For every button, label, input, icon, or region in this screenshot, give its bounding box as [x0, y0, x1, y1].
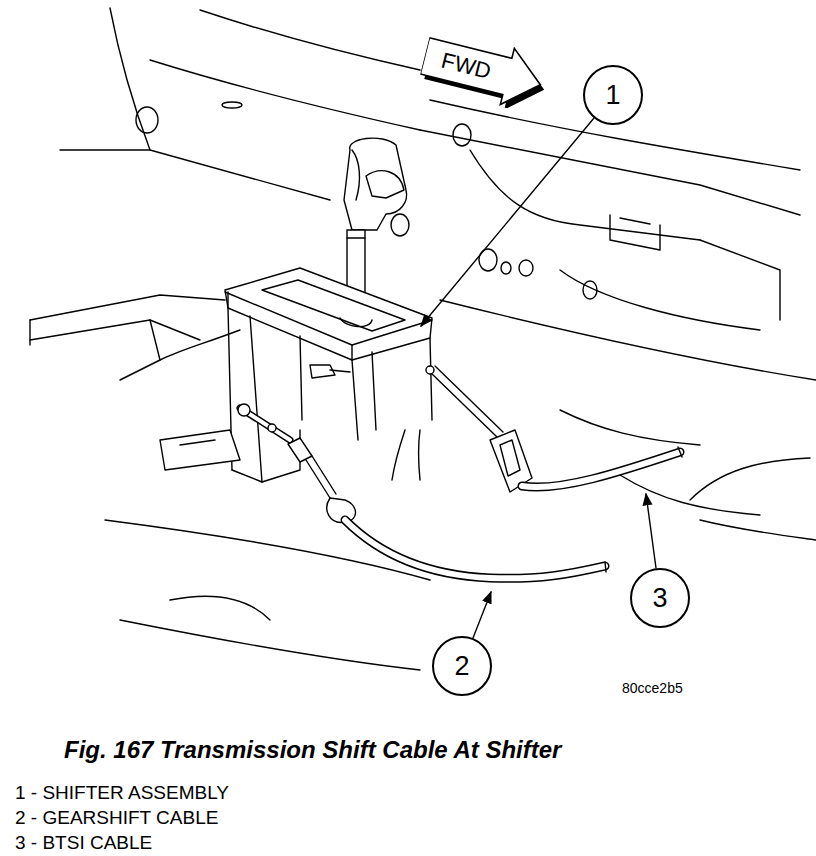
figure-caption: Fig. 167 Transmission Shift Cable At Shi…	[64, 736, 561, 764]
line-art	[344, 138, 407, 230]
legend-line: 2 - GEARSHIFT CABLE	[15, 807, 218, 829]
line-art	[560, 410, 700, 445]
line-art	[519, 260, 533, 276]
line-art	[501, 262, 511, 274]
line-art	[30, 295, 225, 320]
callout-circle: 2	[432, 636, 492, 696]
line-art	[340, 318, 372, 327]
line-art	[225, 268, 432, 360]
line-art	[560, 270, 760, 330]
line-art	[419, 430, 421, 480]
callout-number: 1	[605, 82, 620, 109]
arrow-outline	[418, 28, 547, 113]
line-art	[262, 280, 405, 331]
legend-line: 3 - BTSI CABLE	[15, 832, 152, 854]
line-art	[700, 240, 780, 320]
line-art	[227, 292, 228, 308]
line-art	[310, 365, 335, 378]
line-art	[522, 452, 680, 487]
legend-line: 1 - SHIFTER ASSEMBLY	[15, 782, 229, 804]
line-art	[583, 281, 597, 299]
line-art	[29, 320, 30, 345]
line-art	[620, 475, 760, 515]
line-art	[366, 171, 404, 198]
line-art	[440, 300, 816, 380]
line-art	[426, 366, 434, 374]
line-art	[420, 130, 800, 215]
line-art	[435, 366, 503, 432]
line-art	[678, 447, 682, 457]
line-art	[347, 237, 365, 238]
line-art	[110, 8, 150, 150]
line-art	[30, 320, 200, 340]
line-art	[522, 452, 680, 487]
callout-number: 2	[454, 653, 469, 680]
line-art	[392, 430, 405, 480]
callout-number: 3	[652, 585, 667, 612]
line-art	[200, 10, 420, 70]
line-art	[605, 562, 606, 572]
line-art	[430, 338, 432, 420]
line-art	[120, 620, 420, 670]
line-art	[646, 494, 656, 568]
line-art	[352, 150, 359, 200]
line-art	[136, 107, 158, 133]
line-art	[120, 320, 160, 380]
line-art	[232, 470, 262, 482]
direction-arrow: FWD	[417, 26, 553, 116]
line-art	[300, 336, 302, 420]
line-art	[312, 456, 336, 494]
line-art	[345, 520, 605, 578]
line-art	[268, 424, 276, 432]
line-art	[700, 520, 816, 540]
line-art	[288, 438, 312, 462]
line-art	[430, 372, 498, 438]
line-art	[222, 102, 242, 108]
drawing-id: 80cce2b5	[622, 680, 683, 696]
line-art	[453, 124, 471, 146]
line-art	[150, 60, 420, 130]
line-art	[690, 458, 810, 500]
line-art	[180, 440, 215, 445]
line-art	[330, 370, 350, 372]
line-art	[60, 150, 330, 200]
line-art	[620, 218, 650, 224]
callout-circle: 3	[630, 568, 690, 628]
line-art	[30, 8, 816, 670]
line-art	[473, 592, 491, 638]
line-art	[345, 520, 605, 578]
line-art	[352, 360, 358, 440]
line-art	[391, 214, 409, 236]
line-art	[421, 118, 594, 326]
line-art	[238, 404, 250, 416]
line-art	[610, 215, 660, 250]
line-art	[500, 440, 520, 476]
line-art	[160, 430, 240, 470]
callout-circle: 1	[583, 65, 643, 125]
line-art	[170, 596, 270, 620]
line-art	[250, 316, 262, 482]
line-art	[372, 352, 376, 430]
